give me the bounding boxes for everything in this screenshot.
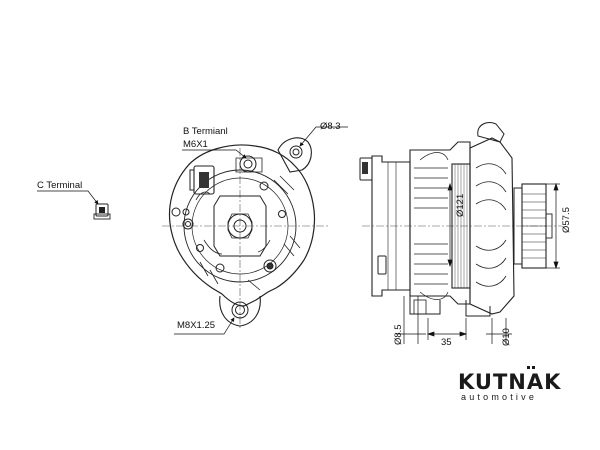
b-terminal-label: B Termianl (183, 126, 228, 137)
logo-accent-dot (532, 366, 535, 369)
logo-accent-dot (527, 366, 530, 369)
diameter-57-5-label: Ø57.5 (561, 207, 572, 233)
diameter-10-label: Ø10 (501, 328, 512, 346)
c-terminal-label: C Terminal (37, 180, 83, 191)
mount-thread-label: M8X1.25 (177, 320, 216, 331)
brand-logo: KUTNAK (458, 370, 562, 394)
length-35-label: 35 (441, 337, 452, 348)
front-leaders (37, 126, 348, 335)
side-view (359, 122, 562, 317)
diameter-121-label: Ø121 (455, 193, 466, 217)
dimension-lines (396, 182, 560, 344)
front-view (93, 137, 330, 330)
brand-tagline: automotive (461, 392, 538, 402)
b-terminal-thread-label: M6X1 (183, 139, 208, 150)
diameter-8-5-label: Ø8.5 (393, 324, 404, 345)
hole-diameter-label: Ø8.3 (320, 121, 341, 132)
